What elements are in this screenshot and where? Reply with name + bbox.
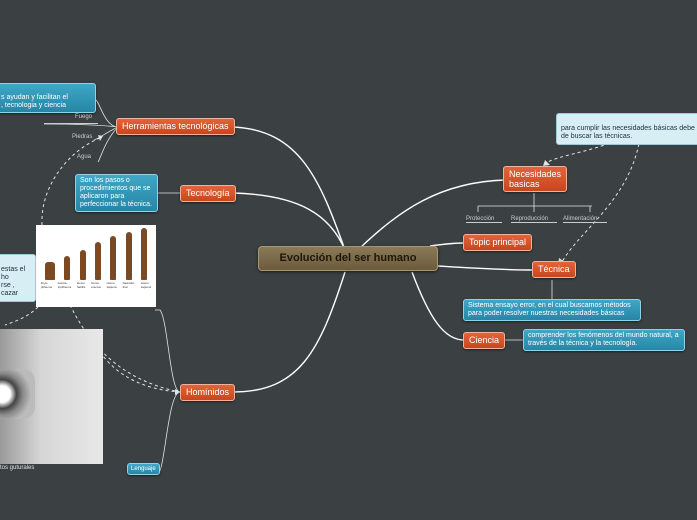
topic-hominidos-label: Homínidos [186,387,230,397]
topic-herramientas-label: Herramientas tecnológicas [122,121,229,131]
herramientas-description-text: s ayudan y facilitan el , tecnologia y c… [1,94,68,109]
ape-figure [125,232,132,280]
need-proteccion-label: Protección [466,216,495,222]
tool-piedras-label: Piedras [72,134,93,140]
caption: Austra- lopithecus [57,281,72,289]
topic-tecnica[interactable]: Técnica [532,261,576,278]
topic-principal[interactable]: Topic principal [463,234,533,251]
necesidades-callout-text: para cumplir las necesidades básicas deb… [561,125,695,140]
central-topic[interactable]: Evolución del ser humano [258,246,438,271]
topic-tecnologia[interactable]: Tecnología [180,185,236,202]
image-blob [0,369,35,419]
ape-figure [44,262,55,280]
tecnologia-description-text: Son los pasos o procedimientos que se ap… [80,177,152,208]
ape-figure [110,236,117,280]
hominidos-callout[interactable]: estas el ho rse , cazar [0,254,36,302]
topic-tecnica-label: Técnica [538,264,570,274]
caption: Neander- thal [122,281,136,289]
gray-placeholder-image [0,329,103,464]
topic-ciencia[interactable]: Ciencia [463,332,506,349]
ape-figure [79,250,86,280]
need-reproduccion[interactable]: Reproducción [511,216,557,223]
sonidos-guturales-label: tos guturales [0,465,35,471]
topic-principal-label: Topic principal [469,237,527,247]
central-topic-label: Evolución del ser humano [279,252,417,264]
tool-agua[interactable]: Agua [77,154,91,160]
lenguaje-node[interactable]: Lenguaje [127,463,160,475]
tool-piedras[interactable]: Piedras [72,134,92,140]
caption: Homo habilis [76,281,86,289]
ape-figure [94,242,101,280]
caption: Dryo- pithecus [40,281,53,289]
need-proteccion[interactable]: Protección [466,216,502,223]
ciencia-description[interactable]: comprender los fenómenos del mundo natur… [523,329,685,351]
need-reproduccion-label: Reproducción [511,216,549,222]
topic-hominidos[interactable]: Homínidos [180,384,236,401]
tecnica-description-text: Sistema ensayo error, en el cual buscamo… [468,302,631,317]
sonidos-guturales[interactable]: tos guturales [0,465,34,471]
topic-necesidades[interactable]: Necesidades basicas [503,166,567,192]
caption: Homo sapiens [140,281,152,289]
ape-figure [141,228,148,280]
evolution-captions: Dryo- pithecus Austra- lopithecus Homo h… [36,280,156,290]
tool-fuego-line [44,123,98,124]
tecnica-description[interactable]: Sistema ensayo error, en el cual buscamo… [463,299,641,321]
lenguaje-label: Lenguaje [131,466,156,472]
tool-agua-label: Agua [77,154,92,160]
herramientas-description[interactable]: s ayudan y facilitan el , tecnologia y c… [0,83,96,113]
hominidos-callout-text: estas el ho rse , cazar [1,266,26,297]
tecnologia-description[interactable]: Son los pasos o procedimientos que se ap… [75,174,158,212]
caption: Homo erectus [91,281,101,289]
topic-necesidades-label: Necesidades basicas [509,169,562,189]
topic-tecnologia-label: Tecnología [186,188,230,198]
topic-ciencia-label: Ciencia [469,335,500,345]
tool-fuego-label: Fuego [75,114,93,120]
need-alimentacion[interactable]: Alimentación [563,216,607,223]
tool-fuego[interactable]: Fuego [75,114,92,120]
caption: Homo sapiens [106,281,117,289]
ciencia-description-text: comprender los fenómenos del mundo natur… [528,332,679,347]
need-alimentacion-label: Alimentación [563,216,598,222]
human-evolution-image: Dryo- pithecus Austra- lopithecus Homo h… [36,225,156,307]
ape-figure [64,256,71,280]
evolution-figures [36,225,156,280]
topic-herramientas[interactable]: Herramientas tecnológicas [116,118,235,135]
necesidades-callout[interactable]: para cumplir las necesidades básicas deb… [556,113,697,145]
